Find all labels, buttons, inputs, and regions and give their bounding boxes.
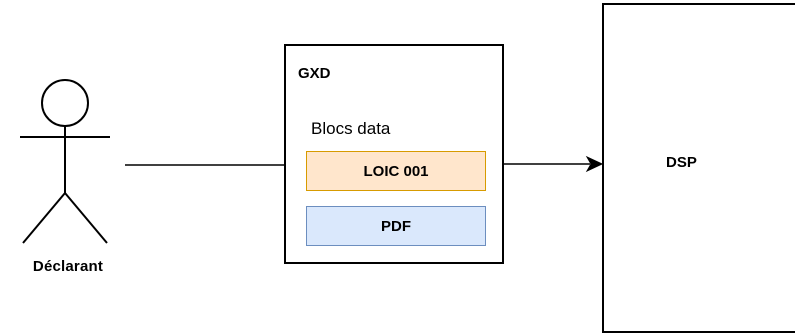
actor-left-leg — [22, 192, 66, 244]
actor-label: Déclarant — [32, 258, 104, 275]
diagram-canvas — [20, 79, 604, 244]
actor-right-leg — [64, 192, 108, 244]
actor-head — [41, 79, 89, 127]
dsp-label: DSP — [666, 154, 697, 171]
gxd-subtitle: Blocs data — [311, 119, 391, 138]
gxd-container: GXD Blocs data LOIC 001 PDF — [284, 44, 504, 264]
data-block-pdf: PDF — [306, 206, 486, 246]
data-block-loic: LOIC 001 — [306, 151, 486, 191]
dsp-container: DSP — [602, 3, 795, 333]
gxd-title: GXD — [298, 65, 331, 82]
actor-figure — [20, 79, 110, 244]
arrowhead-icon — [585, 155, 604, 173]
